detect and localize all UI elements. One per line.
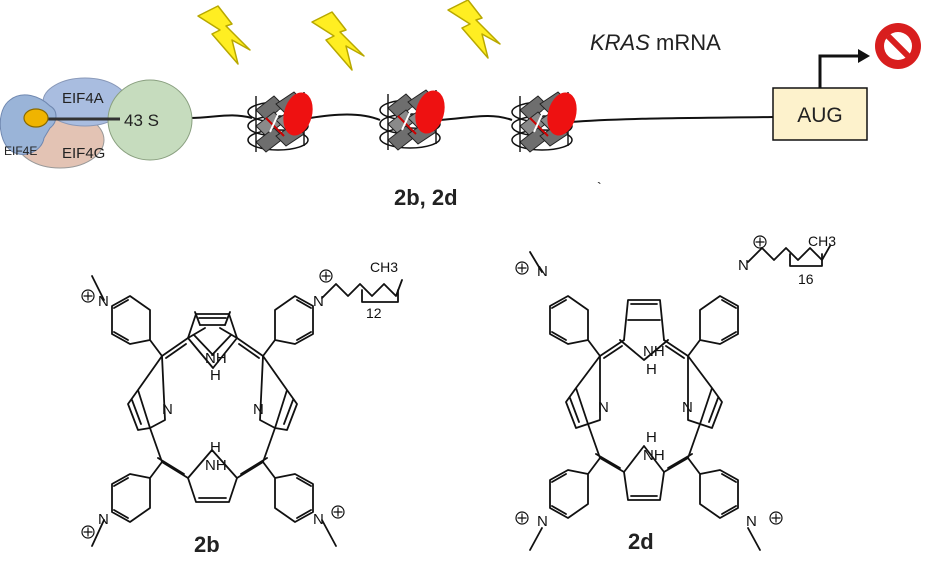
lightning-bolt-icon	[197, 5, 251, 65]
stop-sign-icon	[875, 23, 921, 69]
svg-text:N: N	[98, 511, 109, 528]
ch3-label: CH3	[370, 259, 398, 275]
n-label: N	[682, 399, 693, 416]
g-quadruplex-icon	[379, 86, 451, 151]
h-label: H	[646, 429, 657, 446]
chain-count-label: 16	[798, 271, 814, 287]
h-label: H	[646, 361, 657, 378]
mrna-strand	[189, 113, 774, 123]
stray-mark: `	[597, 179, 602, 195]
n-label: N	[253, 401, 264, 418]
lightning-bolt-icon	[311, 11, 365, 71]
nh-label: NH	[643, 343, 665, 360]
mrna-suffix: mRNA	[650, 30, 721, 55]
h-label: H	[210, 439, 221, 456]
mrna-label: KRAS mRNA	[590, 30, 721, 55]
nh-label: NH	[643, 447, 665, 464]
structure-2b: NH H NH H N N N N N N CH3 12 2b	[81, 259, 403, 557]
svg-text:N: N	[313, 293, 324, 310]
chain-count-label: 12	[366, 305, 382, 321]
h-label: H	[210, 367, 221, 384]
pyridinium-nplus: N	[515, 261, 548, 280]
aug-box	[772, 87, 868, 141]
structure-2d: NH H NH H N N N N N N CH3 16 2d	[515, 233, 836, 554]
aug-label: AUG	[797, 104, 843, 127]
eif4a-label: EIF4A	[62, 90, 104, 107]
compound-label-2d: 2d	[628, 529, 654, 554]
n-label: N	[598, 399, 609, 416]
svg-text:N: N	[746, 513, 757, 530]
ribosome-label: 43 S	[124, 111, 159, 130]
arrow-head-icon	[858, 49, 870, 63]
svg-text:N: N	[313, 511, 324, 528]
eif4e-label: EIF4E	[4, 144, 37, 158]
nh-label: NH	[205, 457, 227, 474]
lightning-bolt-icon	[447, 0, 501, 59]
svg-text:N: N	[537, 513, 548, 530]
svg-text:N: N	[98, 293, 109, 310]
pyridinium-nplus: N	[515, 511, 548, 530]
pyridinium-nplus: N	[738, 235, 767, 274]
pyridinium-nplus: N	[746, 511, 783, 530]
cap-icon	[23, 108, 49, 128]
initiation-complex: EIF4A EIF4E EIF4G 43 S	[0, 77, 193, 169]
pyridinium-nplus: N	[313, 505, 345, 528]
compounds-label: 2b, 2d	[394, 185, 458, 210]
g-quadruplex-icon	[247, 88, 319, 153]
compound-label-2b: 2b	[194, 532, 220, 557]
svg-text:N: N	[738, 257, 749, 274]
n-label: N	[162, 401, 173, 418]
ch3-label: CH3	[808, 233, 836, 249]
mrna-gene-name: KRAS	[590, 30, 650, 55]
pyridinium-nplus: N	[81, 289, 109, 310]
pyridinium-nplus: N	[313, 269, 333, 310]
svg-text:N: N	[537, 263, 548, 280]
g-quadruplex-icon	[511, 88, 583, 153]
nh-label: NH	[205, 350, 227, 367]
pyridinium-nplus: N	[81, 511, 109, 539]
eif4g-label: EIF4G	[62, 145, 105, 162]
translation-start-arrow	[818, 54, 858, 88]
